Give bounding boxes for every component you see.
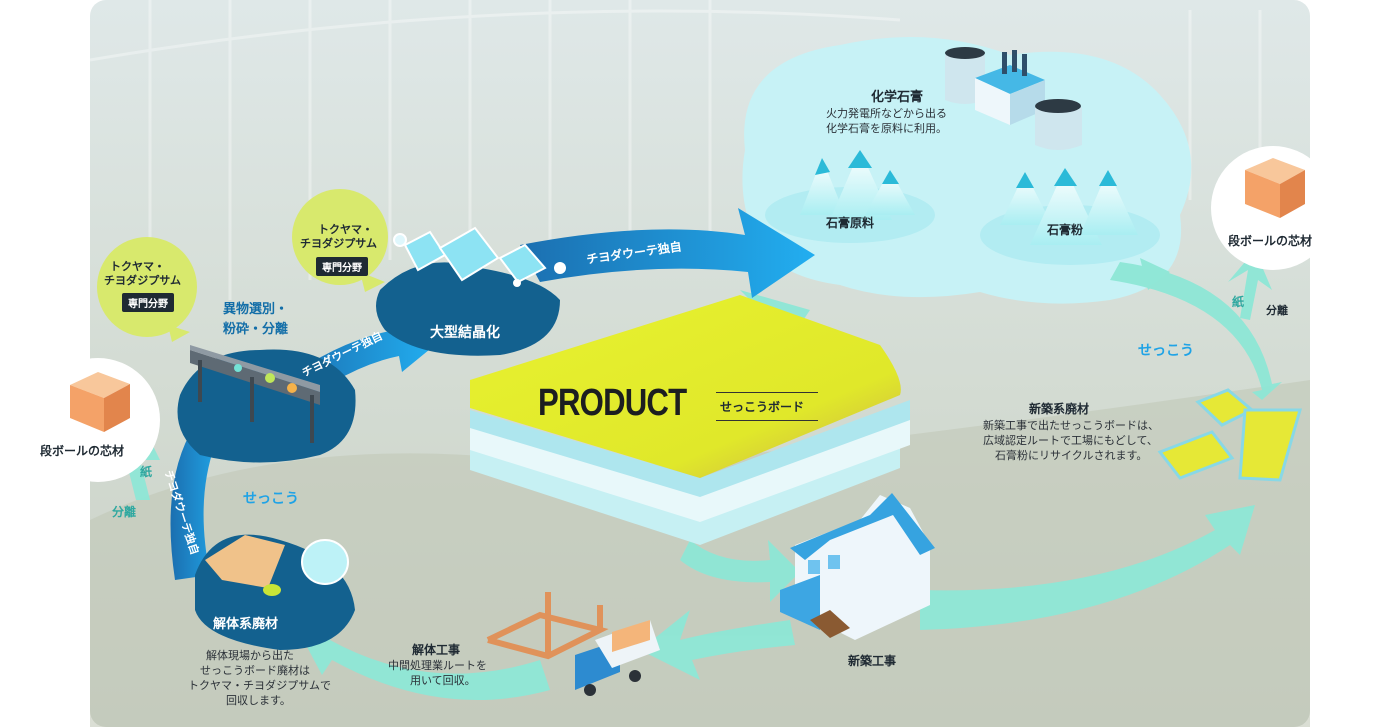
house-icon: [780, 493, 935, 640]
conveyor-icon: [190, 345, 320, 443]
gypsum-powder-label: 石膏粉: [1047, 223, 1084, 237]
tokuyama-right-line-2: チヨダジプサム: [300, 237, 377, 250]
cardboard-box-right-icon: [1245, 158, 1305, 218]
cardboard-right-label: 段ボールの芯材: [1228, 234, 1313, 248]
gypsum-powder-mountain-icon: [980, 168, 1160, 265]
separation-left-label: 分離: [112, 505, 137, 519]
product-board-label: せっこうボード: [716, 392, 818, 421]
demolition-waste-desc-4: 回収します。: [226, 694, 291, 707]
demolition-work-title: 解体工事: [412, 643, 461, 657]
demolition-work-desc-1: 中間処理業ルートを: [388, 659, 487, 672]
demolition-waste-title: 解体系廃材: [213, 617, 279, 632]
gypsum-raw-label: 石膏原料: [826, 216, 875, 230]
tokuyama-right-line-1: トクヤマ・: [318, 223, 373, 236]
separation-right-label: 分離: [1266, 304, 1288, 317]
new-construction-label: 新築工事: [848, 654, 897, 668]
waste-board-icons: [1157, 388, 1302, 482]
gypsum-kana-left: せっこう: [243, 491, 299, 507]
gypsum-raw-mountain-icon: [765, 150, 935, 243]
sorting-label-1: 異物選別・: [223, 302, 289, 317]
new-waste-desc-3: 石膏粉にリサイクルされます。: [995, 449, 1148, 462]
paper-left-label: 紙: [140, 465, 153, 479]
chemical-gypsum-title: 化学石膏: [871, 90, 924, 105]
sorting-label-2: 粉砕・分離: [223, 322, 289, 337]
demolition-frame-icon: [486, 592, 609, 660]
product-title: PRODUCT: [538, 382, 687, 424]
chemical-gypsum-desc-1: 火力発電所などから出る: [826, 107, 947, 120]
crystal-icons: [393, 226, 547, 284]
demolition-waste-desc-3: トクヤマ・チヨダジプサムで: [188, 679, 331, 692]
demolition-rubble-icon: [205, 535, 349, 596]
tokuyama-right-tag: 専門分野: [316, 257, 368, 276]
new-waste-desc-1: 新築工事で出たせっこうボードは、: [983, 419, 1159, 432]
new-waste-title: 新築系廃材: [1029, 402, 1090, 416]
demolition-work-desc-2: 用いて回収。: [410, 674, 476, 687]
crystallization-base: [376, 262, 560, 356]
truck-icon: [575, 620, 660, 696]
tokuyama-left-line-1: トクヤマ・: [110, 260, 165, 273]
cardboard-left-label: 段ボールの芯材: [40, 444, 125, 458]
paper-right-label: 紙: [1232, 295, 1245, 309]
product-board-stack: [470, 295, 910, 545]
cardboard-box-left-icon: [70, 372, 130, 432]
new-waste-desc-2: 広域認定ルートで工場にもどして、: [983, 434, 1158, 447]
gypsum-kana-right: せっこう: [1138, 343, 1194, 359]
tokuyama-left-tag: 専門分野: [122, 293, 174, 312]
chemical-gypsum-desc-2: 化学石膏を原料に利用。: [826, 122, 947, 135]
tokuyama-left-line-2: チヨダジプサム: [104, 274, 181, 287]
tokuyama-bubble-left: [97, 237, 197, 337]
factory-icon: [945, 47, 1082, 150]
demolition-waste-desc-2: せっこうボード廃材は: [200, 664, 310, 677]
crystallization-label: 大型結晶化: [430, 325, 500, 341]
demolition-waste-desc-1: 解体現場から出た: [206, 649, 294, 662]
